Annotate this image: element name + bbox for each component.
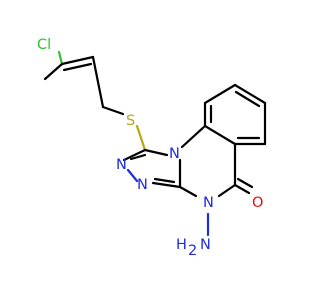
atom-nitrogen-triazole-2: N	[137, 177, 148, 193]
bond-c-bridge-n2-inner	[153, 177, 176, 184]
atom-labels: Cl S N N N N O H N 2	[37, 37, 263, 259]
atom-nitrogen-triazole-1: N	[116, 157, 127, 173]
bond-c8a-c4a	[203, 124, 237, 146]
bond-n-top-c8a	[180, 124, 207, 149]
atom-amine-hydrogen: H	[176, 237, 187, 253]
bond-n1-c	[122, 148, 147, 162]
atom-amine-subscript: 2	[188, 243, 197, 259]
bond-cl-c	[57, 50, 64, 66]
bond-c-o	[233, 183, 251, 195]
bond-ch2-s	[101, 105, 125, 116]
bond-c-o-second	[236, 177, 254, 189]
bond-alkene	[60, 55, 95, 66]
bond-n1-c-inner	[129, 153, 147, 161]
atom-amine-nitrogen: N	[200, 237, 211, 253]
atom-sulfur: S	[126, 113, 135, 129]
atom-nitrogen-ring-top: N	[169, 146, 180, 162]
bond-n-bottom-c-bridge	[178, 185, 198, 198]
atom-chlorine: Cl	[37, 37, 51, 53]
bond-c-bridge-n2	[151, 181, 182, 189]
bond-methyl	[43, 62, 64, 81]
bond-benz-3-inner	[234, 90, 261, 108]
molecule-structure: Cl S N N N N O H N 2	[37, 37, 267, 259]
atom-oxygen: O	[252, 195, 263, 211]
bond-c-n-top	[143, 148, 169, 157]
bonds	[43, 50, 267, 237]
bond-benz-2	[203, 83, 237, 105]
bond-alkene-second	[62, 62, 93, 72]
bond-n1-n2	[126, 168, 139, 183]
atom-nitrogen-ring-bottom: N	[203, 195, 214, 211]
bond-benz-3	[233, 83, 267, 105]
bond-s-c	[135, 124, 147, 152]
bond-ch-ch2	[91, 55, 105, 109]
bond-co-n-bottom	[217, 183, 237, 198]
